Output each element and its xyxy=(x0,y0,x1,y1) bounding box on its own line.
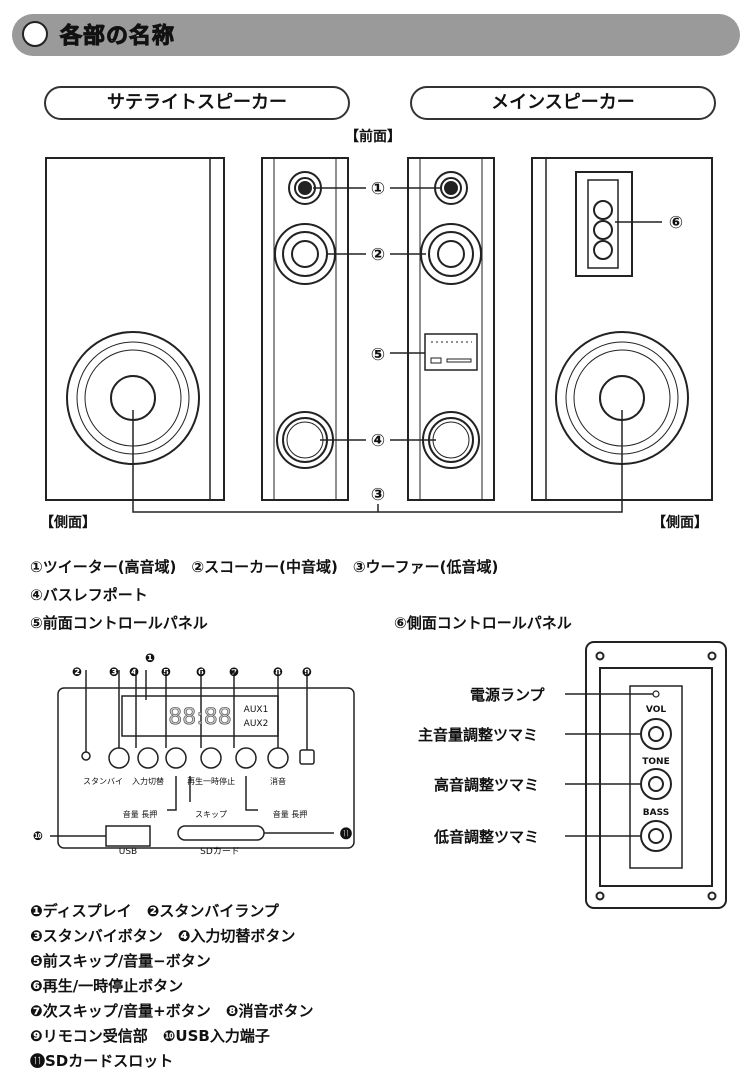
standby-label: スタンバイ xyxy=(83,777,123,786)
legend-panel-5: ❼次スキップ/音量+ボタン ❽消音ボタン xyxy=(30,1002,314,1020)
knob-label-vol: VOL xyxy=(646,705,666,715)
legend-panel-3: ❺前スキップ/音量−ボタン xyxy=(30,952,211,970)
front-label: 【前面】 xyxy=(345,129,401,145)
main-front-view xyxy=(407,157,495,501)
main-volume-knob-label: 主音量調整ツマミ xyxy=(418,726,539,744)
panel-number-4: ❹ xyxy=(129,665,139,679)
side-control-panel: VOL TONE BASS xyxy=(585,641,727,909)
callout-2: ② xyxy=(371,245,385,265)
legend-panel-2: ❸スタンバイボタン ❹入力切替ボタン xyxy=(30,927,296,945)
section-title: 各部の名称 xyxy=(59,24,176,50)
main-speaker-label: メインスピーカー xyxy=(410,86,716,120)
side-panel-leaders xyxy=(565,693,653,837)
knob-label-tone: TONE xyxy=(642,757,669,767)
sd-label: SDカード xyxy=(200,846,240,857)
legend-panel-7: ⓫SDカードスロット xyxy=(30,1052,174,1070)
treble-knob-label: 高音調整ツマミ xyxy=(434,776,540,794)
callout-6: ⑥ xyxy=(669,213,683,233)
usb-label: USB xyxy=(119,847,137,857)
side-label-right: 【側面】 xyxy=(652,515,708,531)
satellite-speaker-label: サテライトスピーカー xyxy=(44,86,350,120)
front-control-panel: ❶ ❷ ❸ ❹ ❺ ❻ ❼ ❽ ❾ ❿ ⓫ 88:88 AUX1 AUX2 スタ… xyxy=(33,651,355,857)
satellite-side-view xyxy=(45,157,225,501)
vol-minus-long-label: 音量 長押 xyxy=(123,809,158,819)
panel-number-9: ❾ xyxy=(302,665,312,679)
bullet-icon xyxy=(22,21,48,47)
power-lamp-label: 電源ランプ xyxy=(470,686,545,704)
legend-drivers: ①ツイーター(高音域) ②スコーカー(中音域) ③ウーファー(低音域) xyxy=(30,558,499,576)
callout-3: ③ xyxy=(371,485,385,505)
panel-number-6: ❻ xyxy=(196,665,206,679)
play-label: 再生一時停止 xyxy=(187,776,235,786)
side-panel-title: ⑥側面コントロールパネル xyxy=(394,614,572,632)
panel-number-2: ❷ xyxy=(72,665,82,679)
callout-5: ⑤ xyxy=(371,345,385,365)
panel-number-7: ❼ xyxy=(229,665,239,679)
satellite-front-view xyxy=(261,157,349,501)
panel-number-11: ⓫ xyxy=(340,826,352,841)
skip-label: スキップ xyxy=(195,810,227,819)
vol-plus-long-label: 音量 長押 xyxy=(273,809,308,819)
section-header-bar xyxy=(12,14,740,56)
panel-number-10: ❿ xyxy=(33,829,43,843)
display-aux2: AUX2 xyxy=(244,719,269,729)
legend-front-panel: ⑤前面コントロールパネル xyxy=(30,614,208,632)
panel-number-3: ❸ xyxy=(109,665,119,679)
panel-number-8: ❽ xyxy=(273,665,283,679)
legend-panel-6: ❾リモコン受信部 ❿USB入力端子 xyxy=(30,1027,270,1045)
legend-panel-1: ❶ディスプレイ ❷スタンバイランプ xyxy=(30,902,279,920)
side-label-left: 【側面】 xyxy=(40,515,96,531)
bass-knob-label: 低音調整ツマミ xyxy=(434,828,540,846)
callout-4: ④ xyxy=(371,431,385,451)
callout-1: ① xyxy=(371,179,385,199)
legend-bass-port: ④バスレフポート xyxy=(30,586,148,604)
panel-number-5: ❺ xyxy=(161,665,171,679)
legend-panel-4: ❻再生/一時停止ボタン xyxy=(30,977,184,995)
display-aux1: AUX1 xyxy=(244,705,269,715)
display-digits: 88:88 xyxy=(168,705,231,730)
panel-number-1: ❶ xyxy=(145,651,155,665)
knob-label-bass: BASS xyxy=(643,808,669,818)
mute-label: 消音 xyxy=(270,776,286,786)
input-label: 入力切替 xyxy=(132,776,164,786)
speaker-diagram: ① ② ⑤ ④ ③ ⑥ xyxy=(45,157,713,513)
